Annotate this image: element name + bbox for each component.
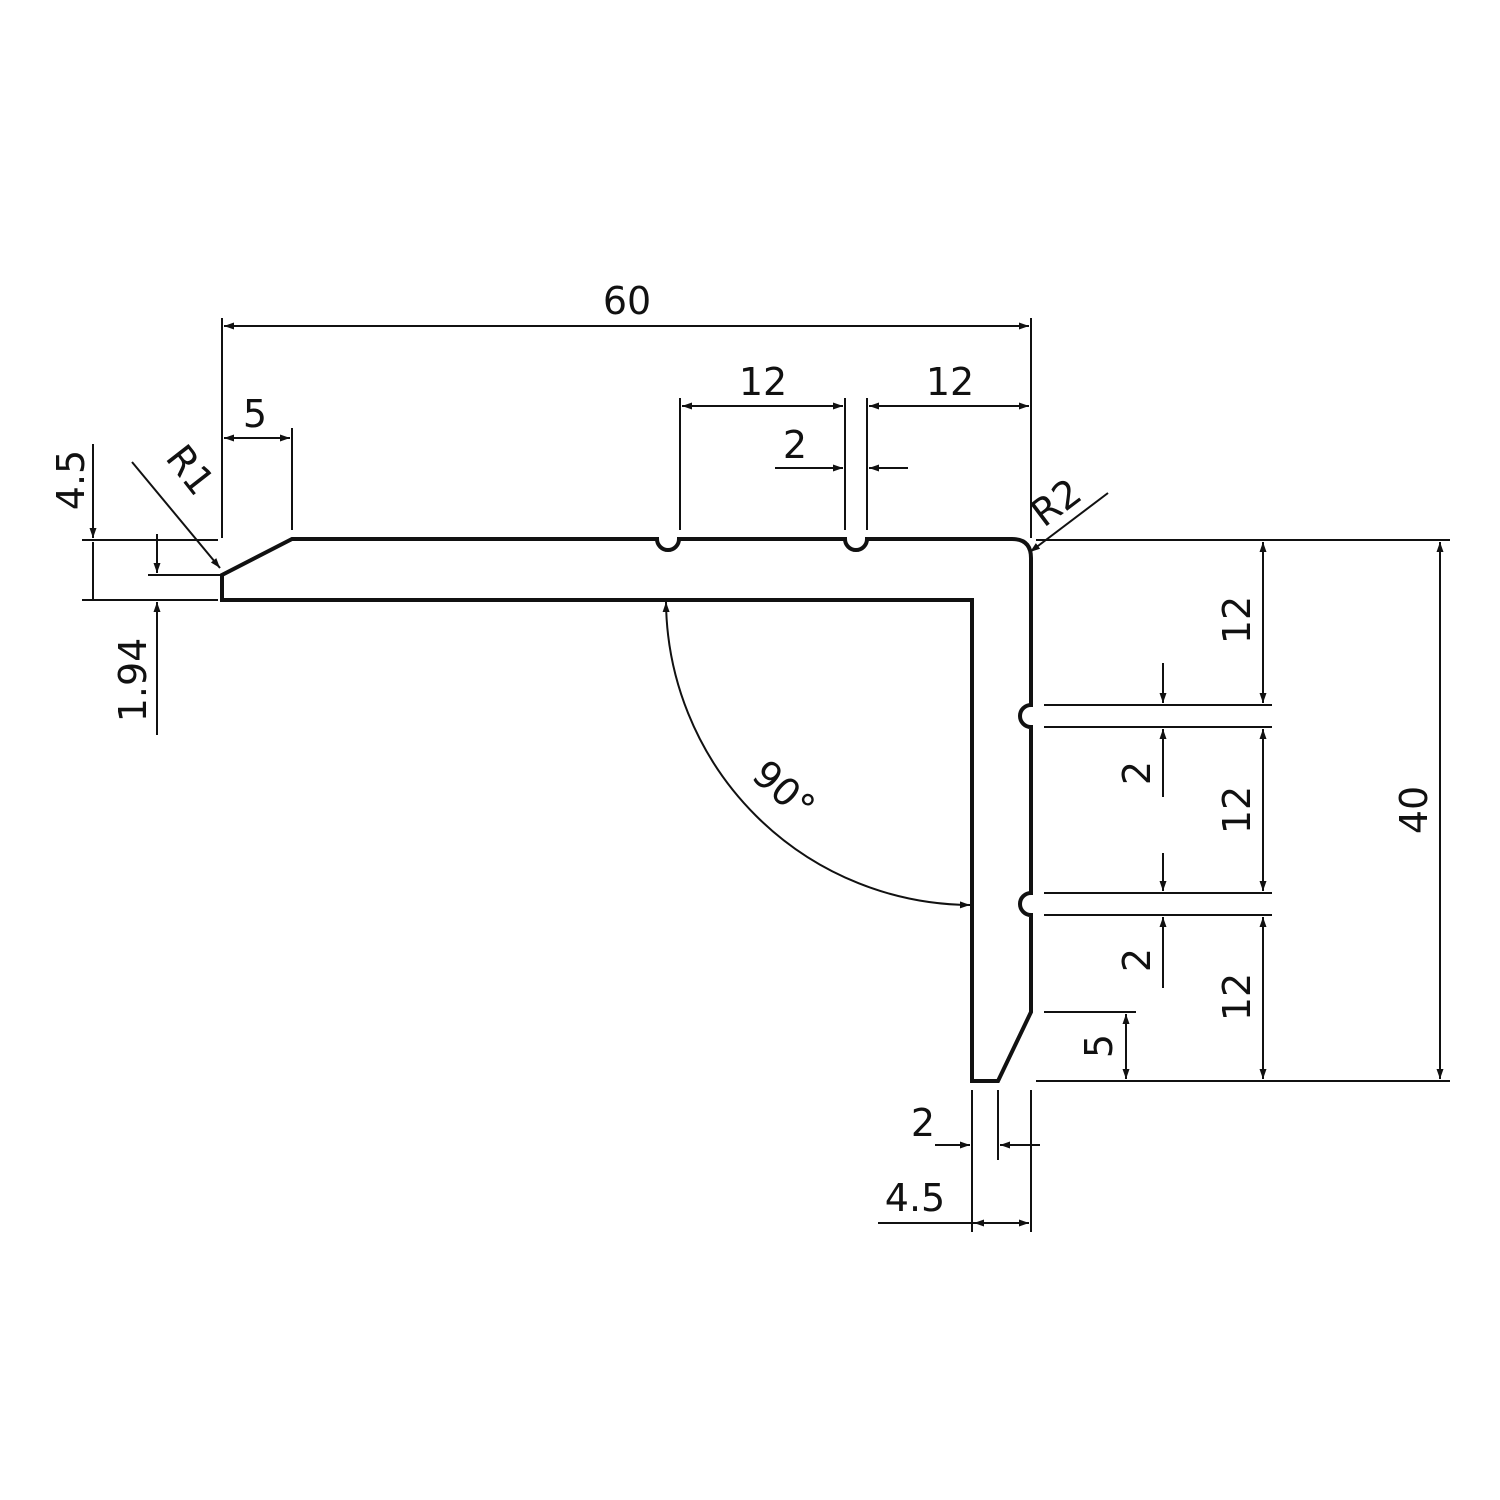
label-top-spacing-2: 12 [926,360,974,404]
label-radius-r2: R2 [1023,470,1090,536]
label-top-chamfer: 5 [243,392,267,436]
profile-outline [220,537,1033,1083]
extension-lines [82,318,1450,1232]
label-side-spacing-1: 12 [1215,596,1259,644]
label-side-groove-width-1: 2 [1115,761,1159,785]
dimline-angle-arc [662,601,971,909]
label-top-groove-width: 2 [783,423,807,467]
leader-r2 [1029,492,1109,553]
label-radius-r1: R1 [157,437,223,504]
label-side-groove-width-2: 2 [1115,948,1159,972]
label-overall-width: 60 [603,279,651,323]
label-overall-height: 40 [1392,786,1436,834]
label-side-spacing-2: 12 [1215,786,1259,834]
label-flange-thickness: 4.5 [49,450,93,510]
label-angle: 90° [744,751,823,829]
label-bottom-chamfer: 5 [1077,1034,1121,1058]
label-chamfer-depth: 1.94 [111,638,155,723]
label-side-spacing-3: 12 [1215,973,1259,1021]
label-tip-width: 2 [911,1101,935,1145]
leader-r1 [131,461,221,569]
label-top-spacing-1: 12 [739,360,787,404]
label-leg-thickness: 4.5 [885,1176,945,1220]
